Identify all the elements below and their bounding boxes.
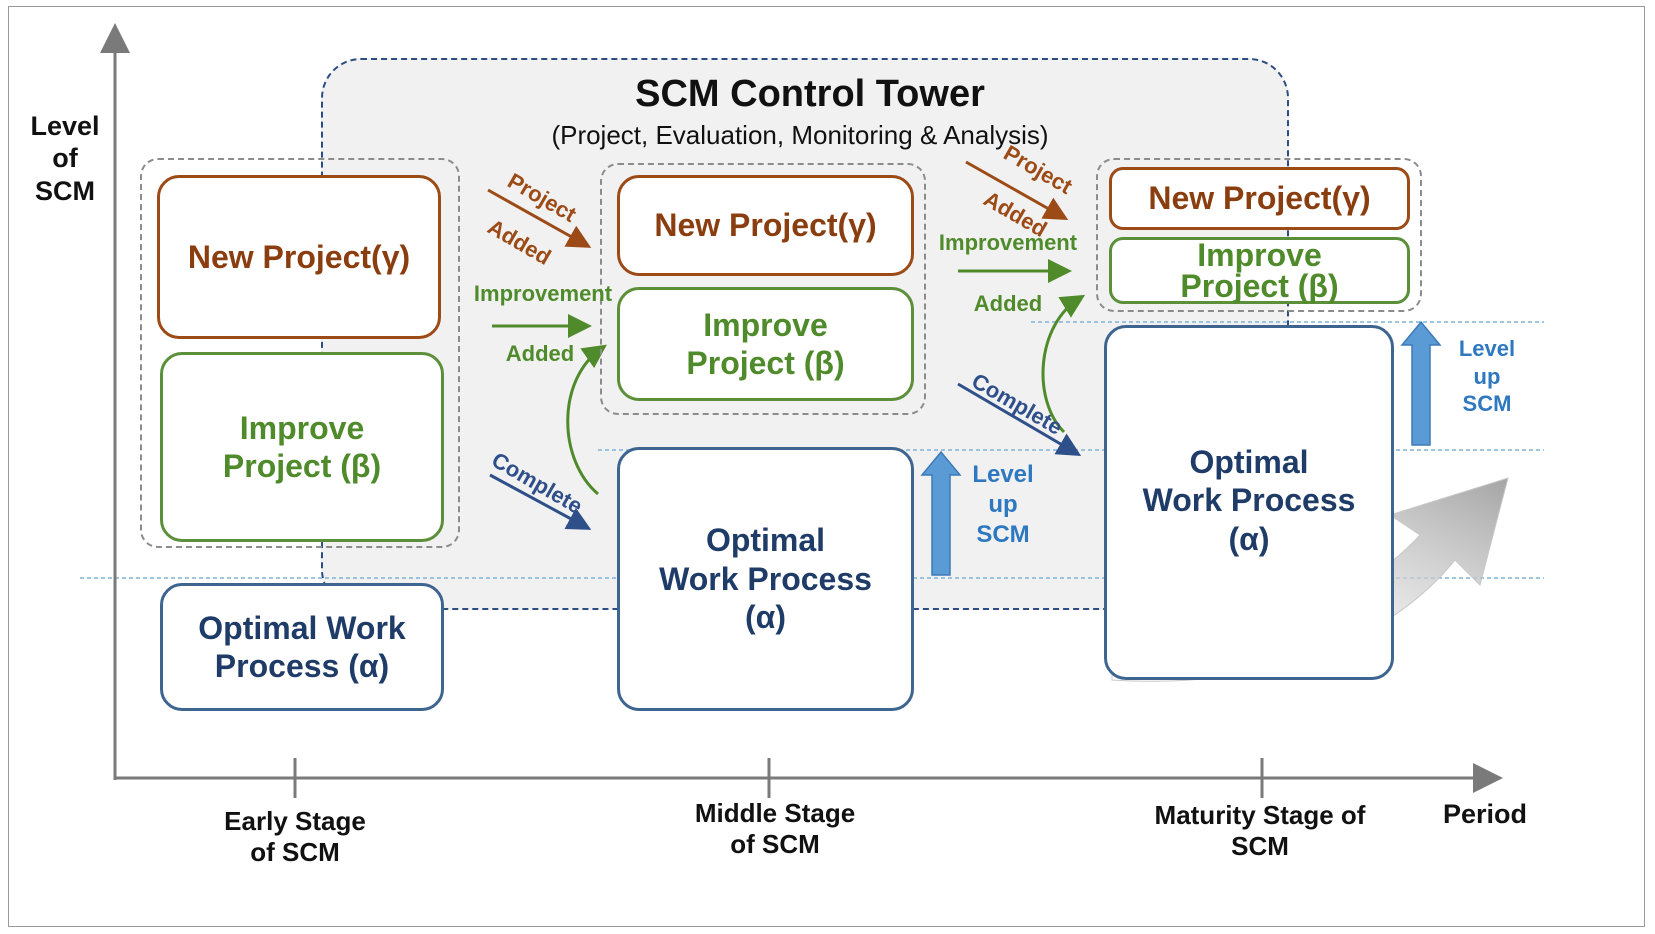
maturity-optimal-process-box: Optimal Work Process (α)	[1104, 325, 1394, 680]
early-improve-project-box: Improve Project (β)	[160, 352, 444, 542]
y-axis-label: Level of SCM	[30, 111, 100, 206]
complete-arrow-1	[489, 473, 592, 530]
middle-improve-project-box: Improve Project (β)	[617, 287, 914, 401]
early-optimal-process-box: Optimal Work Process (α)	[160, 583, 444, 711]
x-axis-label: Period	[1442, 799, 1528, 829]
maturity-improve-project-box: Improve Project (β)	[1109, 237, 1410, 304]
curve-arrow-1	[566, 344, 607, 496]
stage-middle-label: Middle Stage of SCM	[694, 798, 856, 860]
stage-early-label: Early Stage of SCM	[224, 806, 366, 868]
level-up-arrow-1	[920, 450, 962, 576]
improvement-added-label-2: Added	[973, 291, 1043, 316]
tower-subtitle: (Project, Evaluation, Monitoring & Analy…	[551, 120, 1049, 150]
middle-optimal-process-box: Optimal Work Process (α)	[617, 447, 914, 711]
level-up-arrow-2	[1400, 320, 1442, 446]
level-up-label-2: Level up SCM	[1458, 336, 1516, 416]
improvement-added-label-1: Added	[505, 341, 575, 366]
complete-arrow-2	[957, 382, 1082, 457]
project-added-arrow-2	[965, 160, 1069, 220]
stage-maturity-label: Maturity Stage of SCM	[1154, 800, 1366, 862]
early-new-project-box: New Project(γ)	[157, 175, 441, 339]
maturity-project-group	[1096, 158, 1422, 312]
middle-project-group	[600, 163, 926, 415]
middle-new-project-box: New Project(γ)	[617, 175, 914, 276]
diagram-frame	[8, 6, 1645, 927]
improvement-label-2: Improvement	[938, 230, 1078, 255]
tower-title: SCM Control Tower	[635, 73, 985, 115]
early-project-group	[140, 158, 460, 548]
level-up-label-1: Level up SCM	[972, 461, 1034, 548]
project-added-arrow-1	[487, 188, 592, 248]
improvement-label-1: Improvement	[473, 281, 613, 306]
curve-arrow-2	[1041, 294, 1086, 434]
maturity-new-project-box: New Project(γ)	[1109, 167, 1410, 230]
